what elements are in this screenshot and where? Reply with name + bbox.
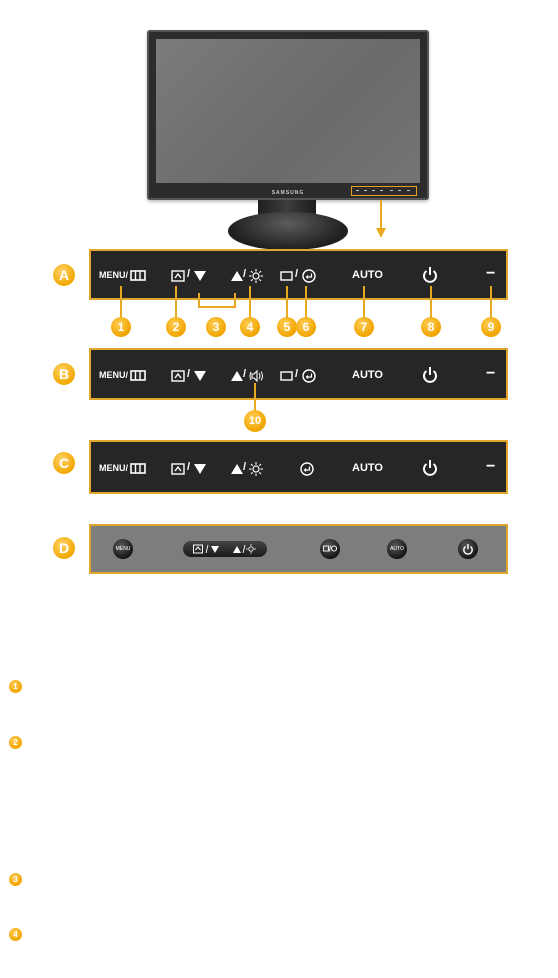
source-enter-round-button	[320, 539, 340, 559]
callout-4: 4	[240, 317, 260, 337]
callout-7: 7	[354, 317, 374, 337]
list-marker-4: 4	[9, 928, 22, 941]
list-marker-2: 2	[9, 736, 22, 749]
row-badge-b: B	[53, 363, 75, 385]
power-icon	[423, 367, 437, 383]
guide-arrow-line	[380, 200, 382, 230]
menu-grid-icon	[130, 463, 146, 474]
row-badge-a: A	[53, 264, 75, 286]
minus-indicator: −	[486, 265, 496, 282]
callout-line-3c	[198, 306, 236, 308]
power-icon	[463, 544, 473, 555]
callout-2: 2	[166, 317, 186, 337]
panel-a: MENU/ / / / AUTO −	[89, 249, 508, 300]
source-icon	[171, 463, 185, 475]
guide-arrow-head	[376, 228, 386, 238]
callout-line-9	[490, 286, 492, 318]
input-source-icon	[280, 371, 293, 381]
callout-line-7	[363, 286, 365, 318]
slash-1: /	[187, 368, 191, 380]
monitor-illustration: SAMSUNG	[147, 30, 429, 200]
slash-2: /	[243, 368, 247, 380]
row-badge-d: D	[53, 537, 75, 559]
volume-icon	[249, 369, 263, 383]
power-round-button	[458, 539, 478, 559]
monitor-stand-base	[228, 212, 348, 250]
auto-label: AUTO	[352, 369, 383, 381]
slash-2: /	[243, 461, 247, 473]
slash-2: /	[243, 268, 247, 280]
callout-9: 9	[481, 317, 501, 337]
minus-indicator: −	[486, 458, 496, 475]
down-arrow-icon	[194, 271, 206, 281]
callout-line-6	[305, 286, 307, 318]
slash-1: /	[187, 268, 191, 280]
power-icon	[423, 267, 437, 283]
menu-label: MENU/	[99, 270, 128, 280]
monitor-button-strip	[351, 186, 417, 196]
callout-line-2	[175, 286, 177, 318]
up-arrow-icon	[231, 271, 243, 281]
list-marker-1: 1	[9, 680, 22, 693]
menu-grid-icon	[130, 270, 146, 281]
auto-label: AUTO	[352, 462, 383, 474]
enter-icon	[300, 462, 314, 476]
callout-5: 5	[277, 317, 297, 337]
up-arrow-icon	[231, 464, 243, 474]
callout-line-4	[249, 286, 251, 318]
monitor-screen	[156, 39, 420, 183]
callout-line-1	[120, 286, 122, 318]
adjust-pill-button	[183, 541, 267, 557]
source-enter-icon	[323, 545, 337, 552]
enter-icon	[302, 369, 316, 383]
callout-6: 6	[296, 317, 316, 337]
panel-c: MENU/ / / AUTO −	[89, 440, 508, 494]
callout-10: 10	[244, 410, 266, 432]
slash-1: /	[187, 461, 191, 473]
down-arrow-icon	[194, 371, 206, 381]
auto-round-button: AUTO	[387, 539, 407, 559]
callout-1: 1	[111, 317, 131, 337]
menu-label: MENU/	[99, 463, 128, 473]
enter-icon	[302, 269, 316, 283]
callout-line-5	[286, 286, 288, 318]
callout-line-3a	[198, 293, 200, 307]
callout-3: 3	[206, 317, 226, 337]
power-icon	[423, 460, 437, 476]
source-icon	[171, 270, 185, 282]
input-source-icon	[280, 271, 293, 281]
menu-round-button: MENU	[113, 539, 133, 559]
brightness-icon	[249, 269, 263, 283]
list-marker-3: 3	[9, 873, 22, 886]
minus-indicator: −	[486, 365, 496, 382]
monitor-brand: SAMSUNG	[271, 190, 305, 196]
panel-d: MENU AUTO	[89, 524, 508, 574]
menu-grid-icon	[130, 370, 146, 381]
source-down-icon	[193, 544, 219, 554]
row-badge-c: C	[53, 452, 75, 474]
up-brightness-icon	[233, 544, 256, 554]
panel-b: MENU/ / / / AUTO −	[89, 348, 508, 400]
callout-line-8	[430, 286, 432, 318]
callout-8: 8	[421, 317, 441, 337]
brightness-icon	[249, 462, 263, 476]
slash-3: /	[295, 368, 299, 380]
menu-label: MENU/	[99, 370, 128, 380]
auto-label: AUTO	[352, 269, 383, 281]
callout-line-10	[254, 383, 256, 413]
up-arrow-icon	[231, 371, 243, 381]
down-arrow-icon	[194, 464, 206, 474]
slash-3: /	[295, 268, 299, 280]
source-icon	[171, 370, 185, 382]
callout-line-3b	[234, 293, 236, 307]
